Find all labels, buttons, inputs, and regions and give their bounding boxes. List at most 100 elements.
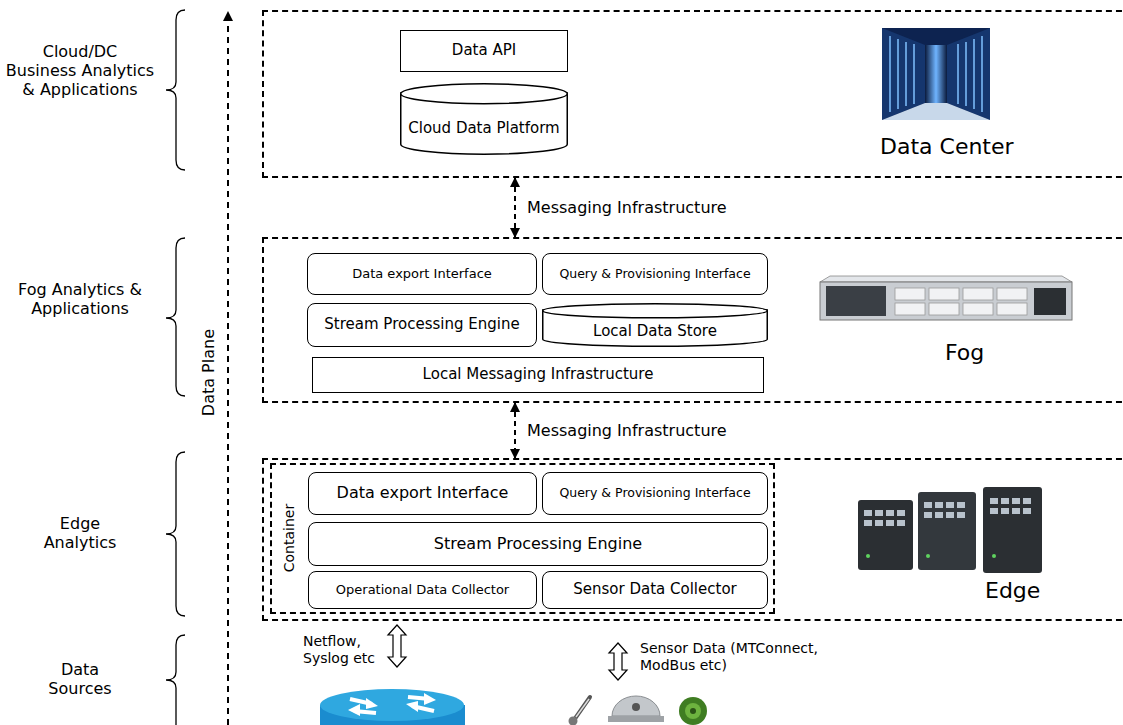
router-icon <box>406 701 418 712</box>
box-label: Data export Interface <box>319 484 526 502</box>
data-center-image <box>897 39 899 109</box>
sensor-icons <box>685 703 701 719</box>
source-label: Sensor Data (MTConnect, ModBus etc) <box>640 640 840 674</box>
messaging-box: Local Messaging Infrastructure <box>312 357 764 393</box>
switch-image <box>924 512 932 518</box>
server-image <box>963 303 993 315</box>
sensor-icons <box>690 708 696 714</box>
box-label: Operational Data Collector <box>319 583 526 598</box>
bracket <box>166 635 185 725</box>
sensor-icons <box>632 703 640 711</box>
server-image <box>929 303 959 315</box>
router-icon <box>320 689 464 721</box>
double-arrow <box>609 643 627 680</box>
switch-image <box>1001 508 1009 514</box>
box-label: Data export Interface <box>318 267 526 282</box>
server-image <box>820 282 1072 320</box>
router-icon <box>348 704 360 716</box>
server-image <box>820 276 1072 320</box>
data-plane-arrow <box>227 12 229 725</box>
switch-image <box>946 512 954 518</box>
box-label: Local Messaging Infrastructure <box>321 366 755 383</box>
server-image <box>963 288 993 300</box>
box-label: Local Data Store <box>550 323 760 340</box>
box-label: Sensor Data Collector <box>553 581 757 598</box>
interface-box: Query & Provisioning Interface <box>542 472 768 515</box>
collector-box: Operational Data Collector <box>308 571 537 609</box>
switch-image <box>897 520 905 526</box>
box-label: Stream Processing Engine <box>319 535 757 553</box>
router-icon <box>366 698 378 709</box>
sensor-icons <box>569 717 578 725</box>
bracket <box>166 10 185 725</box>
switch-image <box>875 520 883 526</box>
switch-image <box>926 554 930 558</box>
box-label: Data API <box>409 42 559 59</box>
edge-region: Edge Container Data export Interface Query … <box>262 458 1123 621</box>
switch-image <box>866 554 870 558</box>
router-icon <box>348 693 436 716</box>
server-image <box>997 303 1027 315</box>
server-image <box>895 288 925 300</box>
data-center-image <box>882 28 990 120</box>
axis-label: Data Plane <box>198 329 217 416</box>
interface-box: Data export Interface <box>307 253 537 295</box>
interface-box: Data export Interface <box>308 472 537 515</box>
double-arrow <box>388 625 627 680</box>
data-center-image <box>882 103 990 120</box>
layer-label: Fog Analytics & Applications <box>5 280 155 318</box>
switch-image <box>1023 498 1031 504</box>
container-title: Container <box>281 504 297 572</box>
server-image <box>1034 288 1066 315</box>
switch-image <box>935 512 943 518</box>
fog-region: FogData export InterfaceQuery & Provisio… <box>262 237 1123 403</box>
messaging-connector <box>514 178 516 237</box>
data-center-image <box>882 28 990 120</box>
cylinder-top <box>401 84 568 104</box>
layer-label: Cloud/DC Business Analytics & Applicatio… <box>5 42 155 100</box>
switch-image <box>866 554 996 558</box>
switch-image <box>924 502 932 508</box>
server-image <box>997 288 1027 300</box>
bracket <box>166 452 185 616</box>
server-image <box>826 286 886 316</box>
router-icon <box>424 693 436 705</box>
switch-image <box>957 502 965 508</box>
datastore-cylinder: Local Data Store <box>542 303 768 347</box>
data-center-region: Data Center Data API Cloud Data Platform <box>262 10 1123 178</box>
bracket <box>166 10 185 170</box>
bracket <box>166 238 185 396</box>
switch-image <box>946 502 954 508</box>
switch-image <box>886 510 894 516</box>
messaging-connector <box>514 403 516 458</box>
switch-image <box>864 520 872 526</box>
double-arrow <box>388 625 406 667</box>
engine-box: Stream Processing Engine <box>307 303 537 347</box>
cylinder-outline <box>400 83 568 155</box>
server-image <box>895 303 925 315</box>
switch-image <box>897 510 905 516</box>
switch-image <box>1023 508 1031 514</box>
router-icon <box>320 689 465 725</box>
data-center-image <box>965 42 967 106</box>
engine-box: Stream Processing Engine <box>308 522 768 566</box>
api-box: Data API <box>400 30 568 72</box>
sensor-icons <box>612 696 660 716</box>
switch-image <box>858 487 1042 573</box>
switch-image <box>983 487 1042 573</box>
box-label: Stream Processing Engine <box>318 316 526 333</box>
database-cylinder: Cloud Data Platform <box>400 83 568 155</box>
region-title: Data Center <box>880 134 1014 159</box>
sensor-icons <box>576 699 589 717</box>
sensor-icons <box>679 697 707 725</box>
box-label: Cloud Data Platform <box>408 120 560 137</box>
connector-label: Messaging Infrastructure <box>525 198 729 217</box>
switch-image <box>935 502 943 508</box>
connector-label: Messaging Infrastructure <box>525 421 729 440</box>
sensor-icons <box>574 697 590 720</box>
sensor-icons <box>608 716 664 722</box>
region-title: Edge <box>985 578 1040 603</box>
switch-image <box>886 520 894 526</box>
layer-label: Data Sources <box>30 660 130 698</box>
